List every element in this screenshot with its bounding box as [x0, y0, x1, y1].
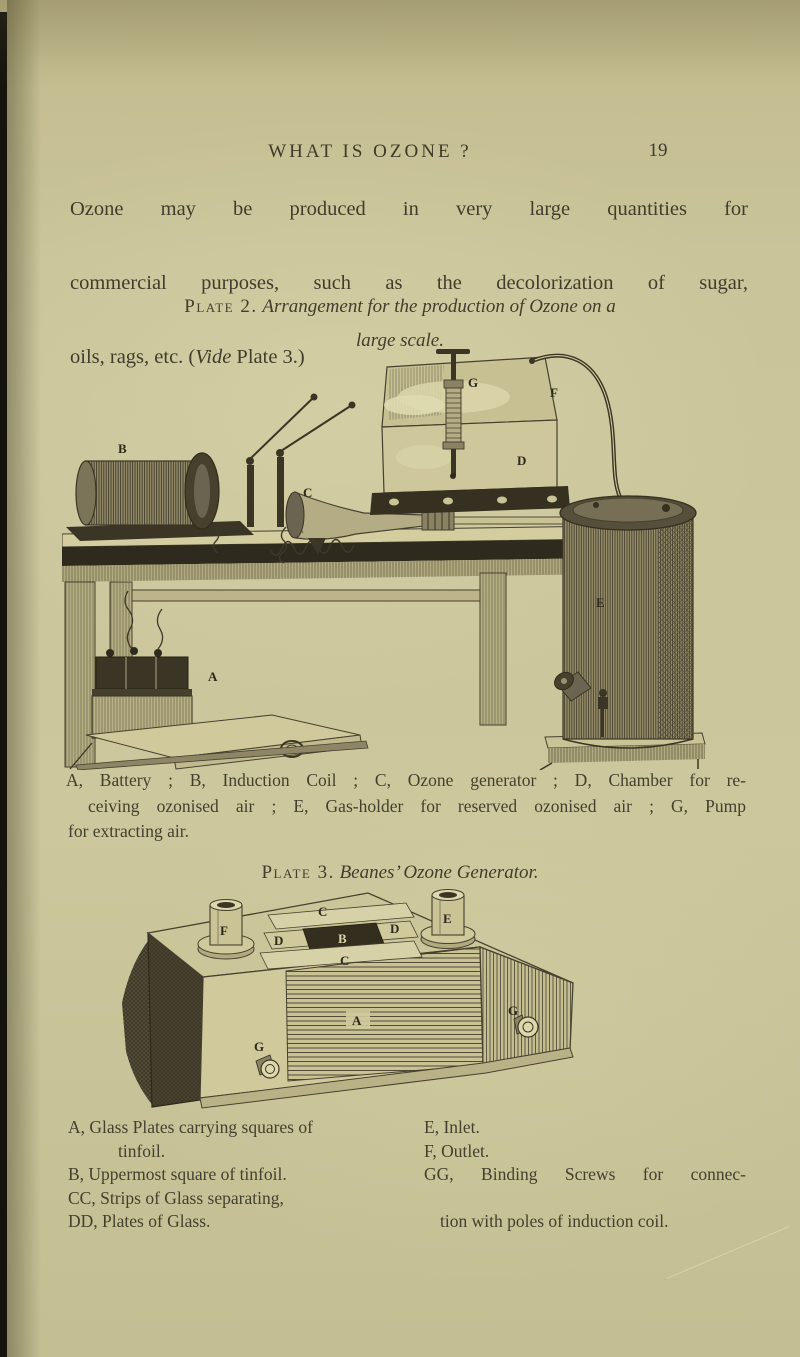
plate2-caption-line-3: for extracting air. [68, 821, 189, 841]
caption-line: A, Glass Plates carrying squares of [68, 1117, 313, 1137]
caption-line: E, Inlet. [424, 1117, 480, 1137]
plate2-label-gas-holder: E [596, 595, 605, 610]
plate2-heading-line2: large scale. [356, 330, 444, 351]
plate2-engraving: B C D G [62, 349, 706, 770]
plate3-engraving: A B C C D D E F G G [122, 889, 574, 1109]
generator-box-figure: A B C C D D E F G G [146, 889, 574, 1109]
intro-line-2: commercial purposes, such as the decolor… [70, 272, 748, 294]
plate2-label-chamber: D [517, 453, 526, 468]
plate3-label-outlet: F [220, 923, 228, 938]
intro-paragraph: Ozone may be produced in very large quan… [70, 191, 748, 376]
intro-line-3-vide: Vide [195, 346, 232, 368]
label-backing [346, 1011, 370, 1029]
binding-screw-left [255, 1054, 280, 1079]
plate3-label-plates: A [352, 1013, 362, 1028]
plate3-label-glass-left: D [274, 933, 283, 948]
plate3-caption-left-column: A, Glass Plates carrying squares of tinf… [68, 1116, 402, 1234]
page-edge-shadow [7, 0, 41, 1357]
plate3-label-tinfoil: B [338, 931, 347, 946]
plate2-label-ozone-generator: C [303, 485, 312, 500]
page-number: 19 [648, 140, 668, 161]
pump-figure: G [436, 349, 478, 479]
caption-line: DD, Plates of Glass. [68, 1211, 211, 1231]
plate2-heading: Plate 2. Arrangement for the production … [60, 296, 740, 318]
ozone-generator-figure: C [269, 485, 565, 556]
plate3-label-glass-right: D [390, 921, 399, 936]
plate3-label-inlet: E [443, 911, 452, 926]
induction-coil-figure: B [66, 393, 356, 564]
paper-scratch [667, 1226, 789, 1279]
running-header: WHAT IS OZONE ? [268, 141, 472, 162]
caption-line: B, Uppermost square of tinfoil. [68, 1164, 287, 1184]
caption-line: F, Outlet. [424, 1140, 490, 1161]
intro-line-3: oils, rags, etc. (Vide Plate 3.) [70, 339, 748, 376]
glass-strips [259, 902, 423, 970]
plate3-heading-label: Plate 3. [261, 862, 335, 883]
plate3-heading: Plate 3. Beanes’ Ozone Generator. [60, 862, 740, 884]
plate2-label-tube: F [550, 385, 558, 400]
plate2-caption-line-2: ceiving ozonised air ; E, Gas-holder for… [88, 796, 746, 816]
plate3-label-screw-left: G [254, 1039, 264, 1054]
intro-line-3-start: oils, rags, etc. ( [70, 346, 196, 368]
page-edge [0, 12, 7, 1357]
caption-line: CC, Strips of Glass separating, [68, 1187, 284, 1208]
caption-line: tion with poles of induction coil. [440, 1211, 669, 1231]
caption-line: tinfoil. [118, 1140, 166, 1161]
caption-line: GG, Binding Screws for connec- [424, 1164, 746, 1184]
chamber-figure: D [370, 356, 570, 515]
page-top-shade [0, 0, 800, 90]
plate2-label-battery: A [208, 669, 218, 684]
inlet-port [420, 889, 476, 949]
plate2-heading-title: Arrangement for the production of Ozone … [262, 296, 616, 317]
plate3-heading-title: Beanes’ Ozone Generator. [339, 862, 539, 883]
plate3-caption-right-column: E, Inlet. F, Outlet. GG, Binding Screws … [424, 1116, 746, 1234]
cast-shadow-hatch [122, 941, 154, 1107]
gas-holder-figure: E [539, 495, 706, 770]
plate2-heading-label: Plate 2. [184, 296, 258, 317]
intro-line-1: Ozone may be produced in very large quan… [70, 198, 748, 220]
binding-screw-right [513, 1014, 539, 1038]
plate2-caption-line-1: A, Battery ; B, Induction Coil ; C, Ozon… [66, 770, 746, 790]
battery-figure: A [69, 590, 369, 770]
plate2-label-induction-coil: B [118, 441, 127, 456]
plate2-label-pump: G [468, 375, 478, 390]
plate3-label-strip-back: C [318, 904, 327, 919]
plate3-label-screw-right: G [508, 1003, 518, 1018]
plate3-label-strip-front: C [340, 953, 349, 968]
intro-line-3-end: Plate 3.) [231, 346, 305, 368]
outlet-port [197, 899, 255, 960]
